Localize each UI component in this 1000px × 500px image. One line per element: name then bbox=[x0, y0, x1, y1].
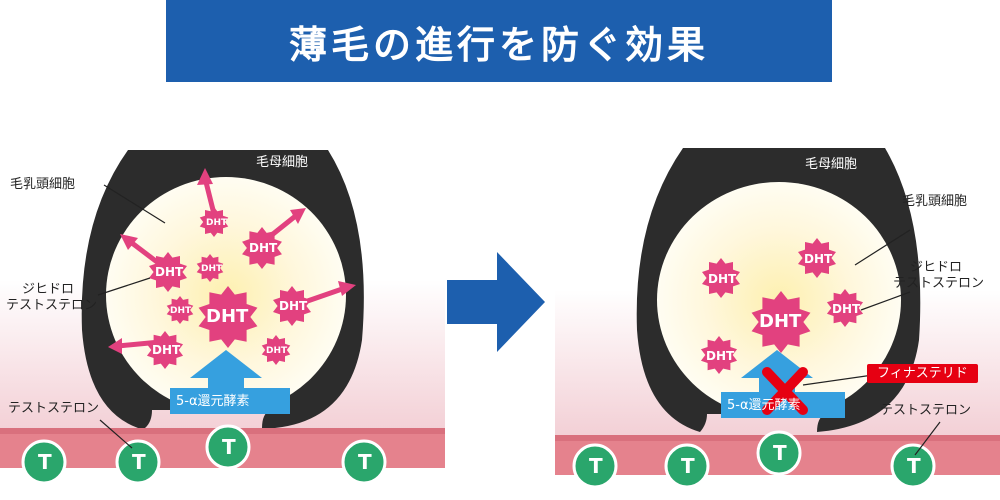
testosterone-t: T bbox=[681, 454, 695, 478]
dht-label-line2: テストステロン bbox=[6, 298, 98, 313]
dht-text: DHT bbox=[155, 265, 184, 279]
testosterone-t: T bbox=[132, 450, 146, 474]
dht-label-line2: テストステロン bbox=[893, 276, 985, 291]
dht-label-line1: ジヒドロ bbox=[910, 260, 963, 275]
enzyme-label: 5-α還元酵素 bbox=[176, 394, 250, 409]
diagram-after: 毛母細胞 毛乳頭細胞 ジヒドロ テストステロン テストステロン 5-α還元酵素 … bbox=[555, 110, 1000, 500]
testosterone-t: T bbox=[358, 450, 372, 474]
dermal-papilla-cell-label: 毛乳頭細胞 bbox=[902, 194, 968, 209]
dht-text: DHT bbox=[170, 306, 192, 316]
testosterone-molecules bbox=[21, 424, 387, 485]
page-title: 薄毛の進行を防ぐ効果 bbox=[288, 22, 709, 67]
testosterone-molecules bbox=[572, 430, 936, 489]
follicle-illustration-after bbox=[555, 148, 1000, 489]
testosterone-label: テストステロン bbox=[8, 401, 100, 416]
dht-arrows bbox=[108, 168, 356, 354]
dht-text: DHT bbox=[706, 349, 735, 363]
enzyme-box bbox=[170, 388, 290, 414]
testosterone-t: T bbox=[589, 454, 603, 478]
dht-label-line1: ジヒドロ bbox=[22, 282, 75, 297]
x-mark-icon bbox=[762, 367, 808, 415]
dht-text: DHT bbox=[832, 302, 861, 316]
arrow-right-icon bbox=[447, 252, 545, 352]
dht-text: DHT bbox=[152, 343, 181, 357]
dht-text: DHT bbox=[206, 218, 228, 228]
hair-matrix-cell-label: 毛母細胞 bbox=[256, 155, 309, 170]
dermal-papilla-cell-label: 毛乳頭細胞 bbox=[10, 177, 76, 192]
dht-text: DHT bbox=[279, 299, 308, 313]
hair-matrix-cell-label: 毛母細胞 bbox=[805, 157, 858, 172]
testosterone-t: T bbox=[38, 450, 52, 474]
title-banner: 薄毛の進行を防ぐ効果 bbox=[166, 0, 832, 82]
testosterone-t: T bbox=[222, 435, 236, 459]
diagram-before: 毛母細胞 毛乳頭細胞 ジヒドロ テストステロン テストステロン 5-α還元酵素 … bbox=[0, 110, 445, 500]
leader-lines bbox=[802, 229, 941, 456]
testosterone-label: テストステロン bbox=[880, 403, 972, 418]
dht-text: DHT bbox=[206, 306, 249, 327]
enzyme-label: 5-α還元酵素 bbox=[727, 398, 801, 413]
dht-text: DHT bbox=[266, 346, 288, 356]
dht-text: DHT bbox=[759, 311, 802, 332]
conversion-arrow-icon bbox=[190, 350, 262, 390]
dht-text: DHT bbox=[249, 241, 278, 255]
testosterone-t: T bbox=[773, 441, 787, 465]
testosterone-t: T bbox=[907, 454, 921, 478]
finasteride-label: フィナステリド bbox=[867, 364, 978, 383]
dht-text: DHT bbox=[201, 264, 223, 274]
leader-lines bbox=[97, 184, 166, 449]
dht-text: DHT bbox=[708, 272, 737, 286]
dht-text: DHT bbox=[804, 252, 833, 266]
follicle-illustration-before bbox=[0, 150, 445, 485]
